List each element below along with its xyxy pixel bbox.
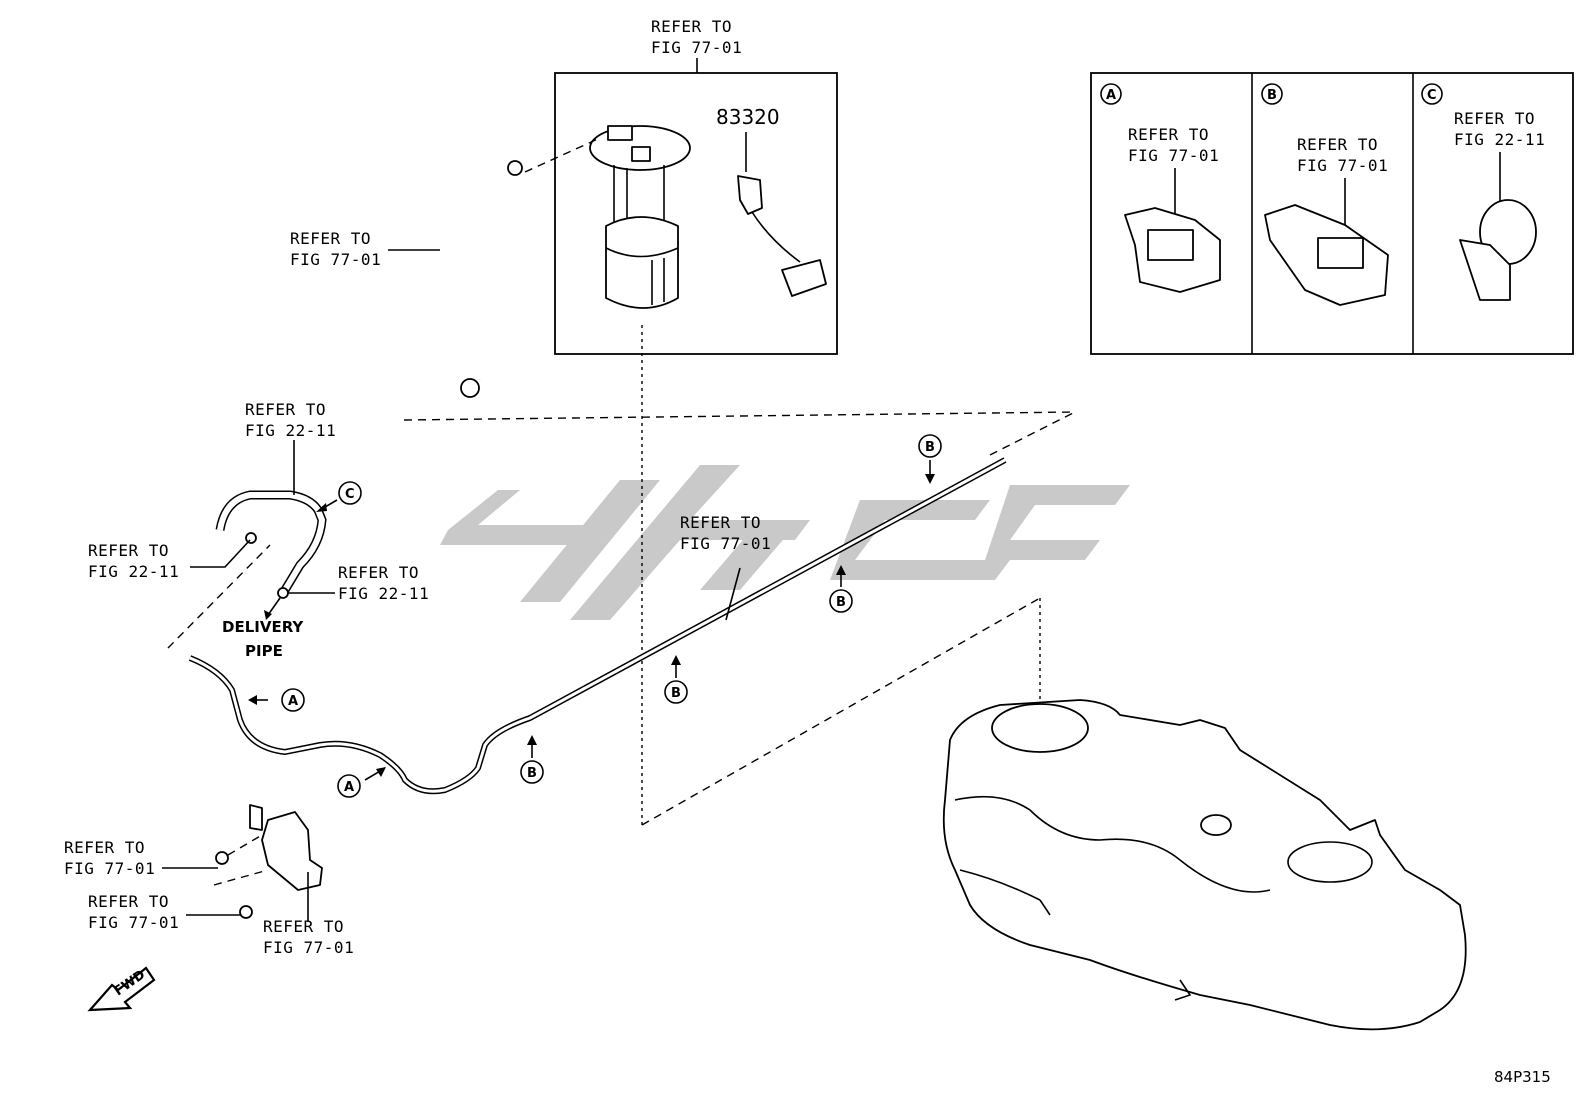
tube-top-fig: FIG 22-11 — [245, 421, 336, 440]
prot-3-fig: FIG 77-01 — [263, 938, 354, 957]
hose-refer-label: REFER TO — [290, 229, 371, 248]
inset-c-refer: REFER TO — [1454, 109, 1535, 128]
fuel-tube-delivery: REFER TO FIG 22-11 REFER TO FIG 22-11 RE… — [88, 400, 429, 660]
line-refer: REFER TO — [680, 513, 761, 532]
forward-arrow-icon: FWD — [87, 966, 156, 1012]
tube-left-fig: FIG 22-11 — [88, 562, 179, 581]
prot-1-fig: FIG 77-01 — [64, 859, 155, 878]
callout-a-2: A — [344, 780, 354, 795]
line-fig: FIG 77-01 — [680, 534, 771, 553]
line-callouts: A A B B B B — [248, 434, 942, 798]
fuel-pump-module — [589, 125, 691, 309]
prot-2-fig: FIG 77-01 — [88, 913, 179, 932]
pump-refer-label: REFER TO — [651, 17, 732, 36]
dashed-leaders — [167, 137, 1076, 826]
inset-a-fig: FIG 77-01 — [1128, 146, 1219, 165]
tube-right-fig: FIG 22-11 — [338, 584, 429, 603]
diagram-code: 84P315 — [1494, 1068, 1551, 1086]
watermark-logo — [440, 465, 1130, 620]
fuel-pump-inset: REFER TO FIG 77-01 83320 — [554, 17, 838, 355]
inset-b: B REFER TO FIG 77-01 — [1261, 83, 1389, 306]
prot-2-refer: REFER TO — [88, 892, 169, 911]
callout-b-4: B — [925, 440, 935, 455]
clip-insets: A REFER TO FIG 77-01 B REFER TO FIG 77-0… — [1090, 72, 1574, 355]
inset-c: C REFER TO FIG 22-11 — [1421, 83, 1545, 301]
callout-b-2: B — [671, 686, 681, 701]
callout-b-1: B — [527, 766, 537, 781]
inset-b-refer: REFER TO — [1297, 135, 1378, 154]
inset-a-refer: REFER TO — [1128, 125, 1209, 144]
inset-a-callout: A — [1106, 88, 1116, 103]
tube-protector: REFER TO FIG 77-01 REFER TO FIG 77-01 RE… — [64, 804, 354, 957]
fuel-sender-gauge — [737, 132, 827, 297]
inset-b-fig: FIG 77-01 — [1297, 156, 1388, 175]
tube-right-refer: REFER TO — [338, 563, 419, 582]
pump-fig-label: FIG 77-01 — [651, 38, 742, 57]
callout-c: C — [345, 487, 355, 502]
prot-1-refer: REFER TO — [64, 838, 145, 857]
inset-a: A REFER TO FIG 77-01 — [1100, 83, 1221, 293]
inset-b-callout: B — [1267, 88, 1277, 103]
prot-3-refer: REFER TO — [263, 917, 344, 936]
hose-fig-label: FIG 77-01 — [290, 250, 381, 269]
main-fuel-line: REFER TO FIG 77-01 — [188, 457, 1007, 795]
tube-left-refer: REFER TO — [88, 541, 169, 560]
inset-c-callout: C — [1427, 88, 1437, 103]
fuel-hose-assembly: REFER TO FIG 77-01 — [290, 160, 523, 398]
inset-c-fig: FIG 22-11 — [1454, 130, 1545, 149]
delivery-pipe-label-2: PIPE — [245, 642, 283, 660]
fuel-tank — [942, 699, 1467, 1031]
callout-b-3: B — [836, 595, 846, 610]
delivery-pipe-label-1: DELIVERY — [222, 618, 304, 636]
part-number-label: 83320 — [716, 105, 780, 129]
callout-a-1: A — [288, 694, 298, 709]
tube-top-refer: REFER TO — [245, 400, 326, 419]
